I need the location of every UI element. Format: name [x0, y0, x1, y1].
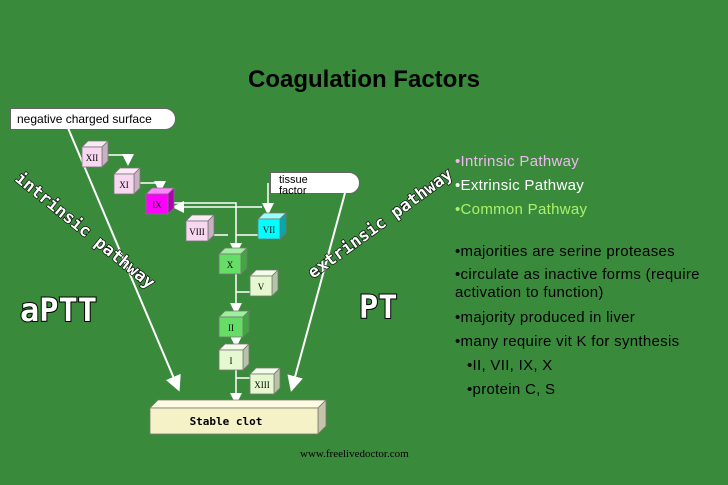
factor-xi-label: XI [119, 180, 129, 190]
intrinsic-funnel-arrow [67, 127, 181, 392]
factor-x-box: X [218, 247, 248, 275]
tissue-factor-line-2: factor [279, 185, 307, 197]
factor-vii-label: VII [263, 225, 276, 235]
aptt-label: aPTT [20, 291, 97, 329]
tissue-factor-label: tissue factor [270, 172, 360, 197]
bullet-extrinsic: •Extrinsic Pathway [455, 177, 585, 194]
bullet-intrinsic: •Intrinsic Pathway [455, 153, 580, 170]
negative-surface-label: negative charged surface [10, 108, 176, 130]
bullet-serine: •majorities are serine proteases [455, 243, 675, 260]
bullet-vitk-factors: •II, VII, IX, X [467, 357, 553, 374]
factor-i-label: I [230, 356, 233, 366]
bullet-inactive: •circulate as inactive forms (require ac… [455, 266, 700, 301]
factor-ii-box: II [218, 310, 250, 338]
stable-clot-box: Stable clot [149, 399, 327, 435]
bullet-common: •Common Pathway [455, 201, 588, 218]
bullet-liver: •majority produced in liver [455, 309, 636, 326]
pt-label: PT [359, 288, 398, 326]
factor-ix-label: IX [152, 200, 162, 210]
bullet-protein: •protein C, S [467, 381, 556, 398]
factor-vii-box: VII [257, 212, 287, 240]
factor-xi-box: XI [113, 167, 141, 195]
extrinsic-funnel-arrow [287, 192, 346, 392]
factor-viii-box: VIII [185, 214, 215, 242]
factor-x-label: X [227, 260, 234, 270]
factor-ii-label: II [228, 323, 234, 333]
footer-url: www.freelivedoctor.com [300, 448, 409, 460]
factor-xii-label: XII [86, 153, 99, 163]
factor-v-box: V [249, 269, 279, 297]
factor-xiii-box: XIII [249, 367, 281, 395]
factor-v-label: V [258, 282, 265, 292]
slide-title: Coagulation Factors [247, 66, 481, 93]
bullet-list: •Intrinsic Pathway •Extrinsic Pathway •C… [455, 150, 725, 402]
arrow-xii-xi [100, 154, 134, 166]
bullet-vitk: •many require vit K for synthesis [455, 333, 680, 350]
factor-ix-box: IX [145, 187, 175, 215]
factor-xiii-label: XIII [254, 380, 270, 390]
factor-viii-label: VIII [189, 227, 205, 237]
stable-clot-label: Stable clot [190, 415, 263, 428]
extrinsic-pathway-label: extrinsic pathway [304, 165, 457, 283]
factor-xii-box: XII [81, 140, 109, 168]
factor-i-box: I [218, 343, 250, 371]
tissue-factor-line-1: tissue [279, 174, 308, 186]
